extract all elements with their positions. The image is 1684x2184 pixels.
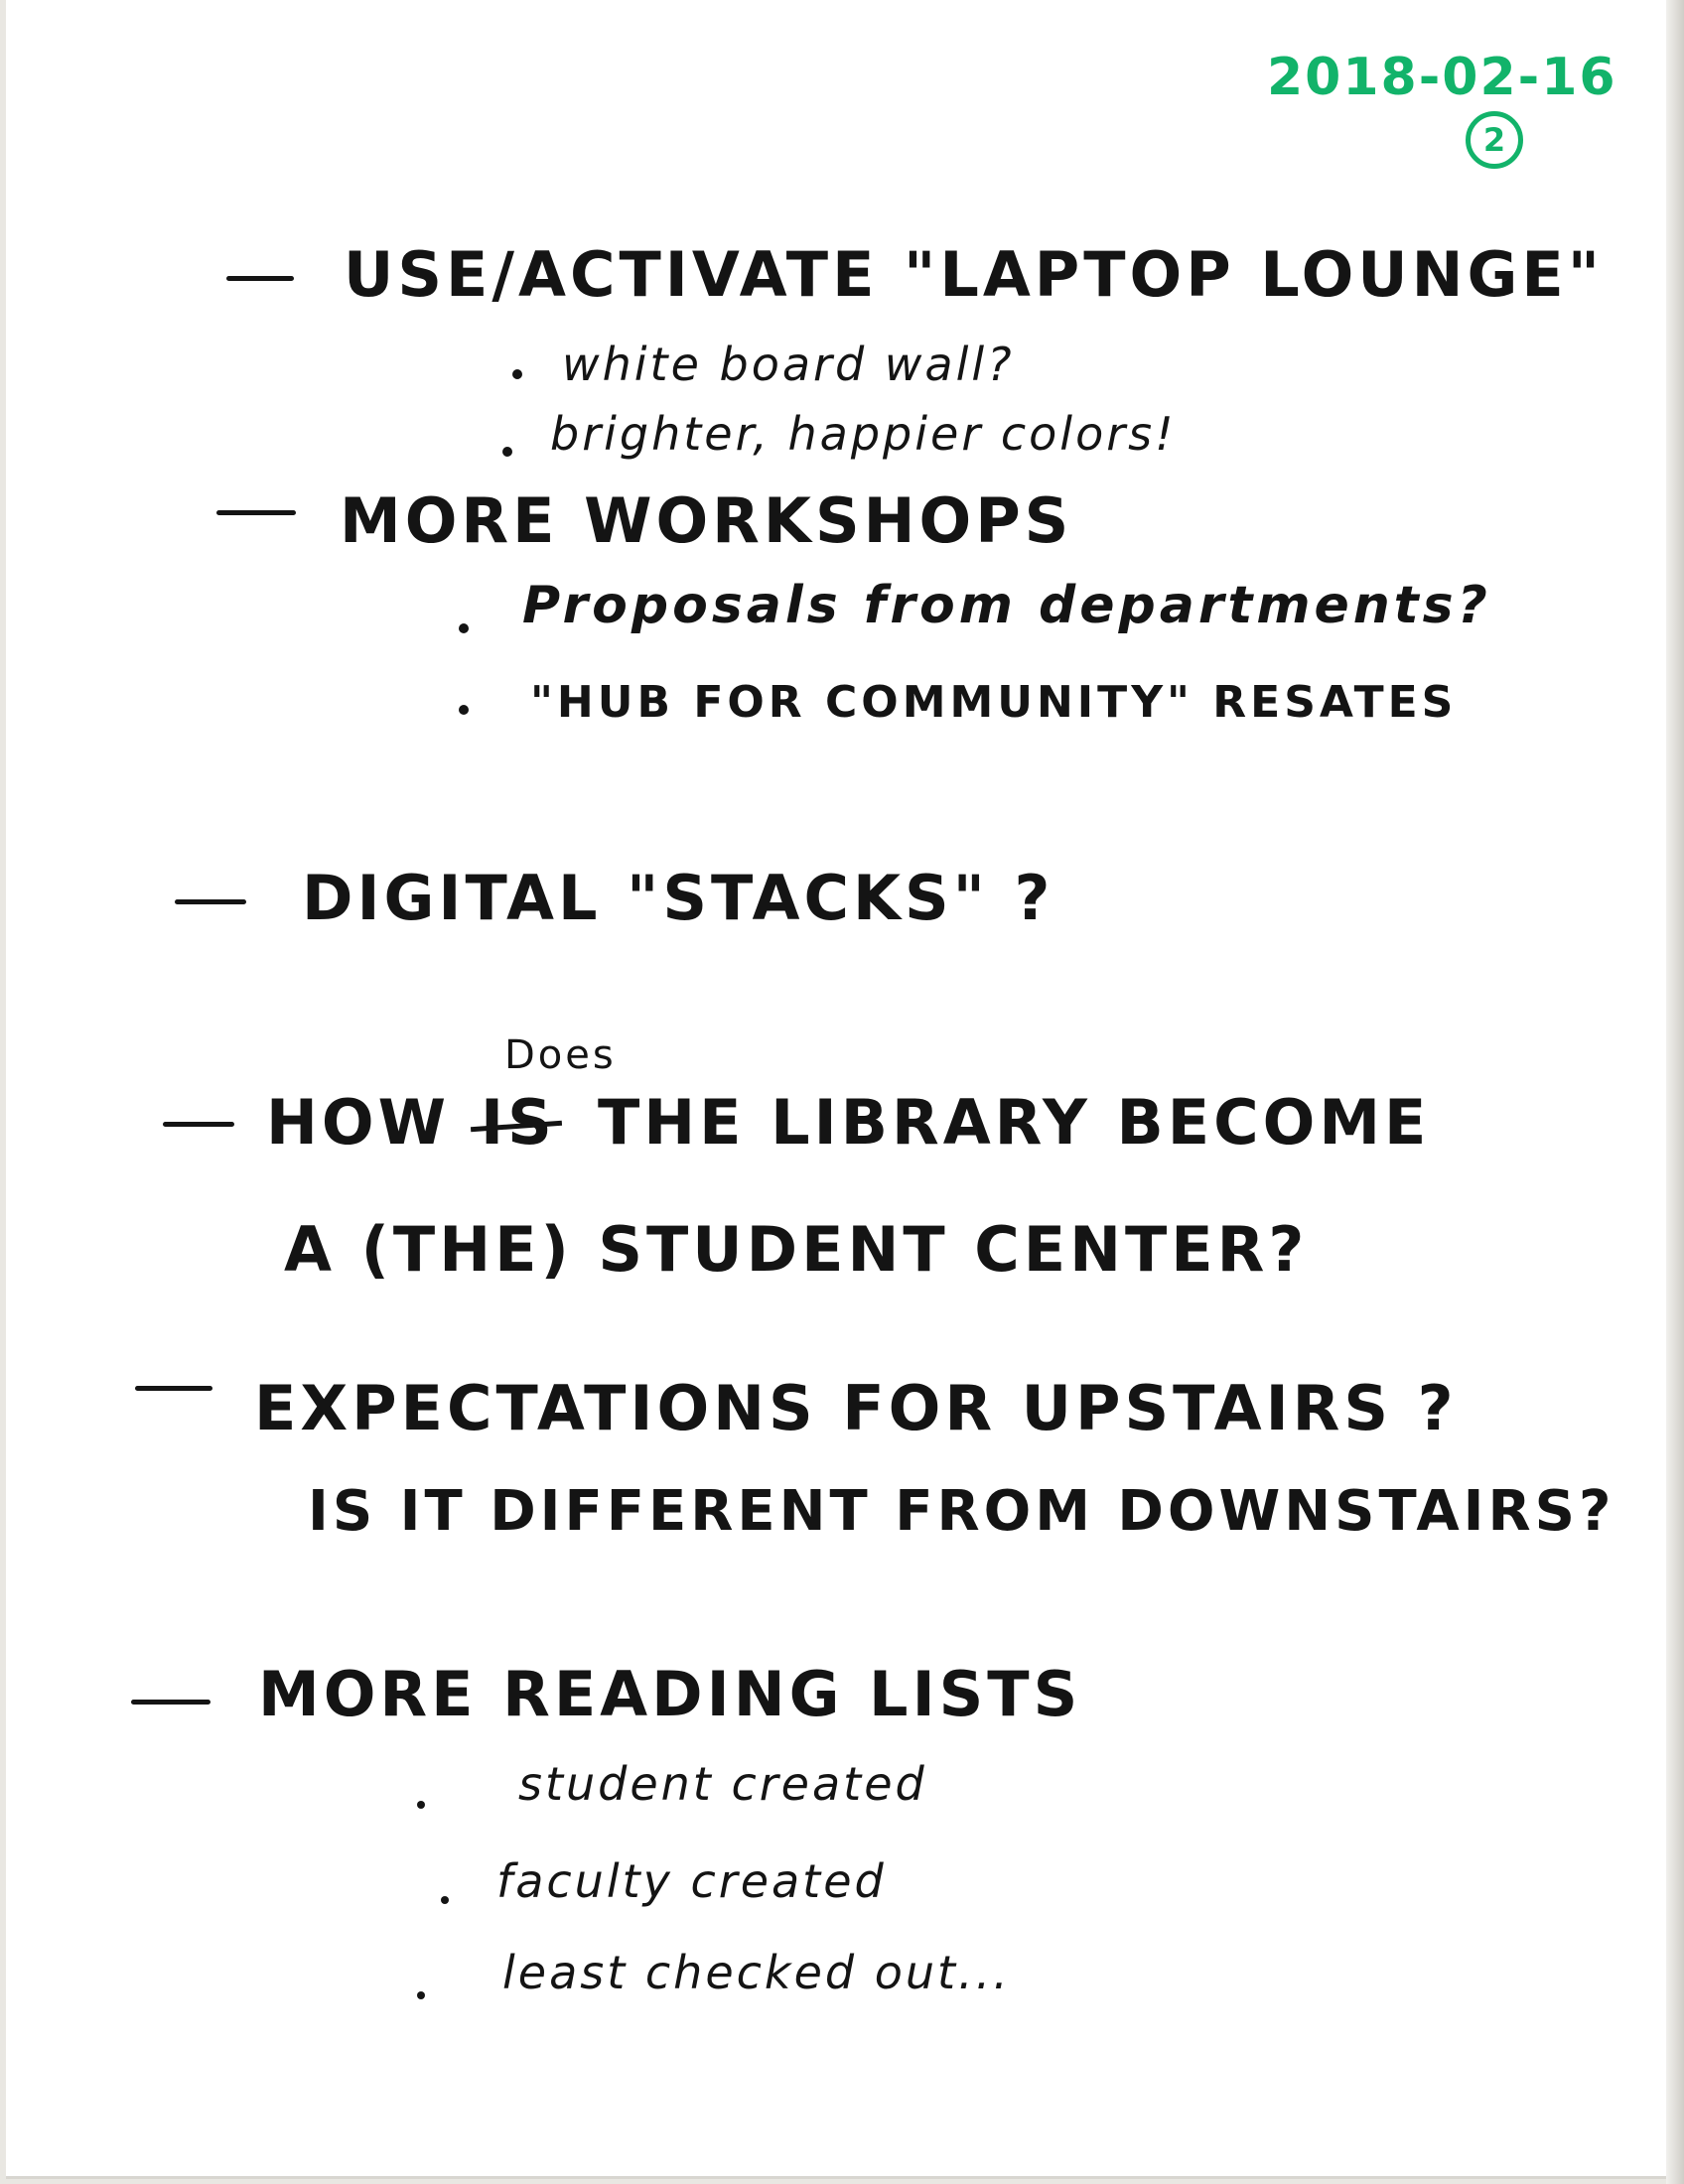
note-subpoint-2-1: Proposals from departments? bbox=[522, 576, 1491, 635]
note-heading-4-part2: THE LIBRARY BECOME bbox=[598, 1086, 1431, 1159]
dash-icon bbox=[131, 1700, 210, 1705]
note-heading-2: MORE WORKSHOPS bbox=[340, 484, 1073, 557]
note-subpoint-1-1: white board wall? bbox=[562, 338, 1015, 391]
note-heading-6: MORE READING LISTS bbox=[258, 1658, 1082, 1730]
page-edge-shadow bbox=[1666, 0, 1684, 2184]
bullet-icon bbox=[502, 447, 512, 457]
dash-icon bbox=[163, 1122, 234, 1127]
note-heading-1: USE/ACTIVATE "LAPTOP LOUNGE" bbox=[344, 238, 1605, 311]
dash-icon bbox=[135, 1386, 212, 1391]
note-heading-5-line2: IS IT DIFFERENT FROM DOWNSTAIRS? bbox=[308, 1479, 1615, 1544]
bullet-icon bbox=[512, 369, 522, 379]
note-heading-5: EXPECTATIONS FOR UPSTAIRS ? bbox=[254, 1372, 1458, 1444]
notebook-page: 2018-02-16 2 USE/ACTIVATE "LAPTOP LOUNGE… bbox=[6, 0, 1666, 2176]
note-heading-4-line2: A (THE) STUDENT CENTER? bbox=[284, 1213, 1309, 1286]
date-note: 2018-02-16 bbox=[1267, 48, 1617, 107]
dash-icon bbox=[216, 510, 296, 515]
dash-icon bbox=[226, 276, 294, 281]
bullet-icon bbox=[459, 623, 469, 633]
note-subpoint-1-2: brighter, happier colors! bbox=[550, 407, 1177, 461]
bullet-icon bbox=[417, 1991, 425, 1999]
bullet-icon bbox=[441, 1896, 449, 1904]
note-subpoint-6-1: student created bbox=[518, 1757, 927, 1811]
bullet-icon bbox=[459, 705, 469, 715]
bullet-icon bbox=[417, 1801, 425, 1809]
note-heading-4-part1: HOW bbox=[266, 1086, 450, 1159]
note-subpoint-6-2: faculty created bbox=[496, 1854, 887, 1908]
inserted-word: Does bbox=[504, 1032, 617, 1078]
note-subpoint-2-2: "HUB FOR COMMUNITY" RESATES bbox=[530, 677, 1458, 728]
dash-icon bbox=[175, 899, 246, 904]
page-number-circle: 2 bbox=[1466, 111, 1523, 169]
note-heading-3: DIGITAL "STACKS" ? bbox=[302, 862, 1054, 934]
note-subpoint-6-3: least checked out... bbox=[502, 1946, 1011, 1999]
